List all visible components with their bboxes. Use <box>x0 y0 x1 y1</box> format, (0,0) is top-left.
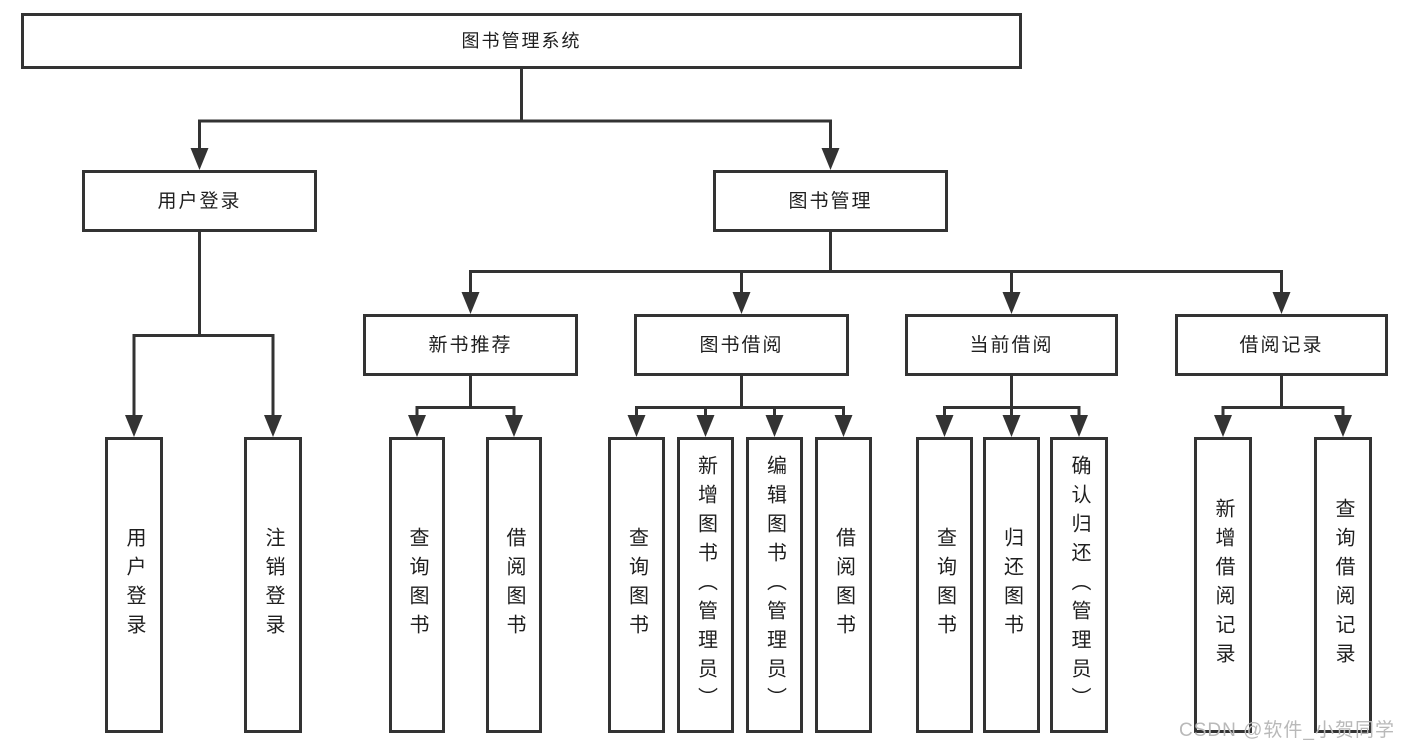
leaf-add-borrowing-record: 新增借阅记录 <box>1194 437 1252 733</box>
node-label: 新增图书（管理员） <box>694 454 717 716</box>
node-label: 查询图书 <box>933 527 956 643</box>
node-label: 借阅图书 <box>832 527 855 643</box>
node-label: 确认归还（管理员） <box>1068 454 1090 716</box>
leaf-borrow-books-borrowing: 借阅图书 <box>815 437 872 733</box>
node-label: 借阅记录 <box>1239 334 1324 356</box>
node-label: 借阅图书 <box>503 527 525 643</box>
node-label: 用户登录 <box>123 527 145 643</box>
node-borrowing-records: 借阅记录 <box>1175 314 1388 376</box>
leaf-query-books-recommendation: 查询图书 <box>389 437 445 733</box>
leaf-edit-books-admin: 编辑图书（管理员） <box>746 437 803 733</box>
leaf-query-books-current: 查询图书 <box>916 437 973 733</box>
node-new-book-recommendation: 新书推荐 <box>363 314 578 376</box>
node-label: 新增借阅记录 <box>1212 498 1234 672</box>
leaf-borrow-books-recommendation: 借阅图书 <box>486 437 542 733</box>
node-label: 注销登录 <box>262 527 284 643</box>
leaf-return-books: 归还图书 <box>983 437 1040 733</box>
node-current-borrowing: 当前借阅 <box>905 314 1118 376</box>
node-book-management: 图书管理 <box>713 170 948 232</box>
node-label: 查询借阅记录 <box>1332 498 1354 672</box>
node-library-management-system: 图书管理系统 <box>21 13 1022 69</box>
node-label: 用户登录 <box>157 190 242 212</box>
node-label: 查询图书 <box>406 527 428 643</box>
node-book-borrowing: 图书借阅 <box>634 314 849 376</box>
leaf-add-books-admin: 新增图书（管理员） <box>677 437 734 733</box>
node-label: 图书管理 <box>788 190 873 212</box>
node-label: 编辑图书（管理员） <box>763 454 786 716</box>
node-label: 图书借阅 <box>699 334 784 356</box>
node-label: 归还图书 <box>1000 527 1023 643</box>
node-label: 查询图书 <box>625 527 648 643</box>
node-user-login: 用户登录 <box>82 170 317 232</box>
csdn-watermark: CSDN @软件_小贺同学 <box>1179 720 1395 741</box>
leaf-user-login: 用户登录 <box>105 437 163 733</box>
node-label: 新书推荐 <box>428 334 513 356</box>
node-label: 当前借阅 <box>969 334 1054 356</box>
leaf-confirm-return-admin: 确认归还（管理员） <box>1050 437 1108 733</box>
leaf-query-borrowing-record: 查询借阅记录 <box>1314 437 1372 733</box>
node-label: 图书管理系统 <box>461 31 582 51</box>
leaf-logout: 注销登录 <box>244 437 302 733</box>
arrowheads <box>125 148 1352 437</box>
leaf-query-books-borrowing: 查询图书 <box>608 437 665 733</box>
